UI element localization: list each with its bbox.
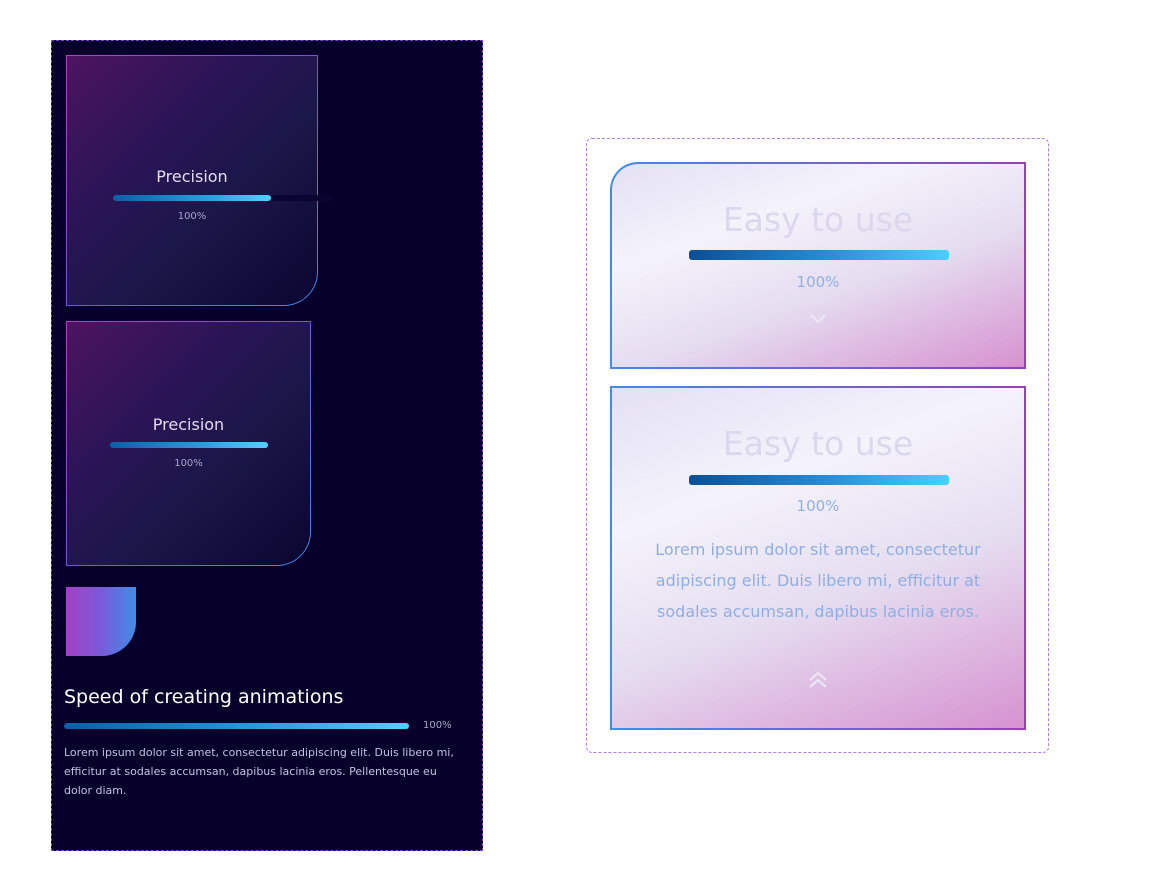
progress-percent: 100% (796, 273, 840, 291)
card-title: Easy to use (722, 424, 914, 463)
easy-card-expanded[interactable]: Easy to use 100% Lorem ipsum dolor sit a… (610, 386, 1026, 730)
light-panel: Easy to use 100% Easy to use 100% Lorem … (586, 138, 1049, 753)
card-title: Precision (156, 167, 228, 186)
progress-bar (110, 442, 268, 448)
speed-progress-bar (64, 723, 409, 729)
progress-percent: 100% (796, 497, 840, 515)
progress-percent: 100% (177, 211, 207, 222)
speed-title: Speed of creating animations (64, 686, 344, 708)
card-title: Easy to use (722, 200, 914, 239)
progress-bar (689, 250, 949, 260)
precision-card[interactable]: Precision 100% (66, 321, 311, 566)
precision-card[interactable]: Precision 100% (66, 55, 333, 306)
easy-card-collapsed[interactable]: Easy to use 100% (610, 162, 1026, 369)
progress-bar (113, 195, 271, 201)
card-title: Precision (152, 415, 225, 434)
progress-percent: 100% (174, 458, 203, 469)
chevron-up-icon[interactable] (612, 670, 1024, 694)
speed-description: Lorem ipsum dolor sit amet, consectetur … (64, 746, 454, 797)
card-description: Lorem ipsum dolor sit amet, consectetur … (655, 540, 981, 621)
dark-panel: Precision 100% Precision 100% Speed of c… (51, 40, 483, 851)
gradient-swatch[interactable] (66, 587, 136, 656)
progress-track (271, 195, 333, 201)
speed-progress-percent: 100% (423, 720, 452, 731)
progress-bar (689, 475, 949, 485)
chevron-down-icon[interactable] (612, 306, 1024, 330)
